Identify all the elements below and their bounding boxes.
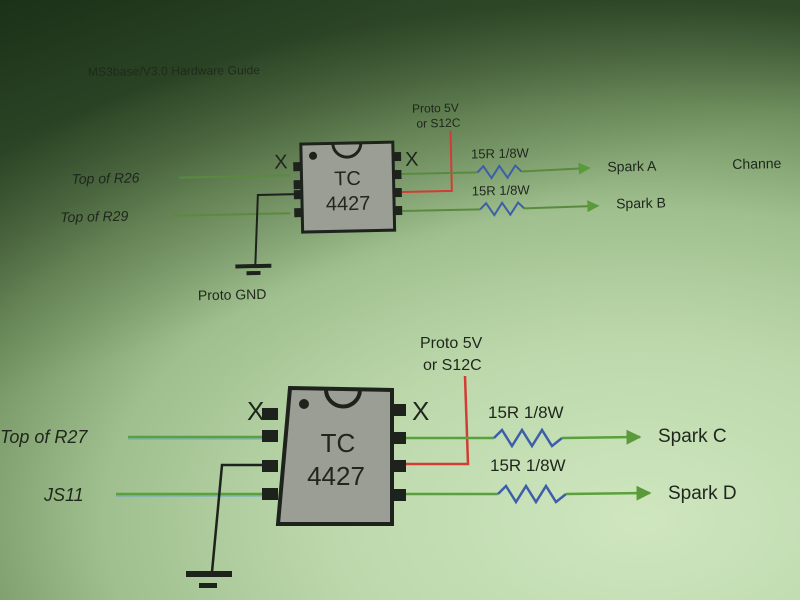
output-wire-b-2 bbox=[524, 200, 600, 213]
input-label-1: Top of R27 bbox=[0, 427, 88, 447]
tc4427-chip: TC 4427 bbox=[262, 385, 406, 526]
chip-label-line1: TC bbox=[321, 428, 356, 458]
resistor-b-icon bbox=[479, 200, 525, 217]
input-label-1: Top of R26 bbox=[71, 169, 140, 186]
ground-label: Proto GND bbox=[198, 286, 267, 303]
supply-wire bbox=[401, 130, 453, 193]
output-wire-a-1 bbox=[401, 171, 478, 175]
output-wire-a-2 bbox=[521, 162, 591, 175]
no-connect-mark-right: X bbox=[412, 396, 429, 426]
input-label-2: JS11 bbox=[43, 485, 84, 505]
supply-wire bbox=[406, 375, 470, 466]
driver-circuit-bottom: Top of R27 JS11 TC 4427 X X Proto 5V or … bbox=[0, 335, 737, 588]
ground-wire bbox=[254, 193, 296, 266]
no-connect-mark-left: X bbox=[274, 151, 288, 173]
output-label-d: Spark D bbox=[668, 483, 737, 504]
output-wire-c-2 bbox=[561, 429, 642, 445]
channel-label-cutoff: Channe bbox=[732, 155, 782, 172]
input-label-2: Top of R29 bbox=[60, 208, 129, 225]
input-wire-2 bbox=[172, 212, 291, 217]
resistor-c-icon bbox=[493, 427, 563, 449]
ground-symbol-bar bbox=[199, 583, 217, 588]
ground-symbol-icon bbox=[235, 263, 272, 269]
output-label-c: Spark C bbox=[658, 426, 727, 447]
no-connect-mark-right: X bbox=[405, 149, 419, 171]
chip-label-line2: 4427 bbox=[326, 193, 371, 216]
resistor-d-icon bbox=[497, 483, 567, 505]
supply-label-line2: or S12C bbox=[416, 116, 461, 131]
chip-label-line1: TC bbox=[334, 168, 361, 191]
input-wire-1 bbox=[179, 174, 290, 179]
supply-label-line2: or S12C bbox=[423, 357, 482, 374]
tc4427-chip: TC 4427 bbox=[293, 140, 403, 234]
ground-wire bbox=[210, 463, 268, 573]
output-label-b: Spark B bbox=[616, 194, 666, 211]
supply-label-line1: Proto 5V bbox=[412, 101, 459, 116]
driver-circuit-top: Top of R26 Top of R29 Proto GND TC 4427 … bbox=[60, 101, 782, 304]
output-label-a: Spark A bbox=[607, 158, 657, 175]
chip-label-line2: 4427 bbox=[307, 461, 365, 491]
resistor-a-icon bbox=[476, 164, 523, 180]
output-wire-d-2 bbox=[565, 485, 652, 501]
no-connect-mark-left: X bbox=[247, 396, 264, 426]
resistor-a-label: 15R 1/8W bbox=[471, 145, 530, 161]
ground-symbol-bar bbox=[246, 270, 261, 276]
resistor-b-label: 15R 1/8W bbox=[472, 182, 531, 198]
supply-label-line1: Proto 5V bbox=[420, 335, 483, 352]
ground-symbol-icon bbox=[186, 571, 232, 577]
output-wire-b-1 bbox=[402, 208, 481, 212]
resistor-c-label: 15R 1/8W bbox=[488, 403, 564, 422]
resistor-d-label: 15R 1/8W bbox=[490, 456, 566, 475]
